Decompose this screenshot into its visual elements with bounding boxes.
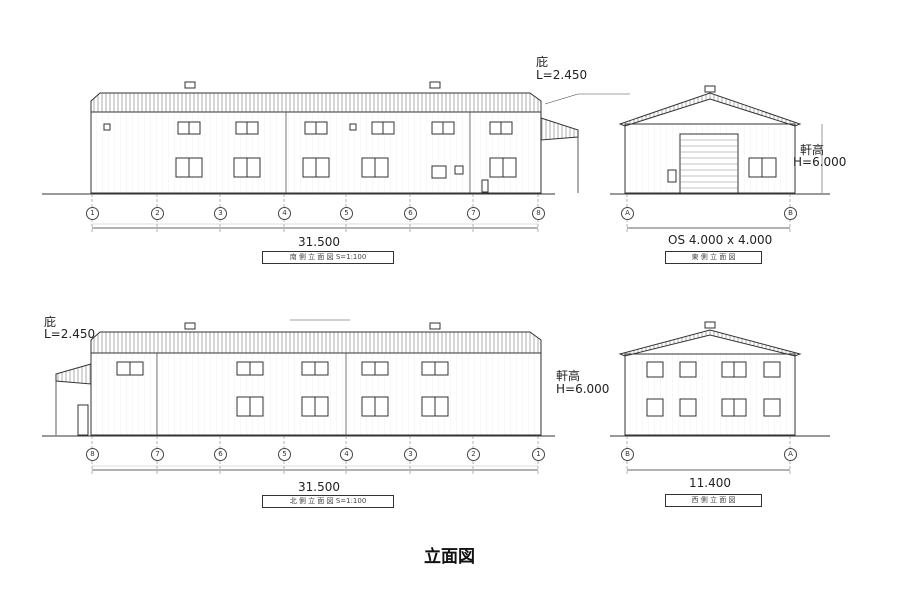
east-height-label: 軒高 [800,143,825,157]
south-span-dimension: 31.500 [298,235,340,249]
north-height-label: 軒高 [556,369,581,383]
north-eave-value: L=2.450 [44,327,96,341]
grid-marker: 8 [86,448,99,461]
east-elevation-title: 東 側 立 面 図 [665,251,762,264]
grid-marker: 1 [86,207,99,220]
south-elevation [42,81,630,232]
grid-marker: B [784,207,797,220]
grid-marker: 4 [278,207,291,220]
south-elevation-title: 南 側 立 面 図 S=1:100 [262,251,394,264]
north-eave-label: 庇 [44,315,57,329]
grid-marker: 2 [151,207,164,220]
page-title: 立面図 [424,547,475,567]
grid-marker: 5 [340,207,353,220]
grid-marker: B [621,448,634,461]
west-span-dimension: 11.400 [689,476,731,490]
west-elevation-title: 西 側 立 面 図 [665,494,762,507]
west-elevation [610,321,830,474]
grid-marker: 3 [214,207,227,220]
grid-marker: 3 [404,448,417,461]
east-elevation [610,85,830,232]
grid-marker: 2 [467,448,480,461]
grid-marker: 7 [151,448,164,461]
north-span-dimension: 31.500 [298,480,340,494]
grid-marker: 6 [404,207,417,220]
north-elevation-title: 北 側 立 面 図 S=1:100 [262,495,394,508]
south-eave-value: L=2.450 [536,68,588,82]
north-height-value: H=6.000 [556,382,610,396]
east-height-value: H=6.000 [793,155,847,169]
east-door-dimension: OS 4.000 x 4.000 [668,233,773,247]
grid-marker: 5 [278,448,291,461]
grid-marker: 8 [532,207,545,220]
grid-marker: 6 [214,448,227,461]
grid-marker: A [621,207,634,220]
south-eave-label: 庇 [536,55,549,69]
grid-marker: 4 [340,448,353,461]
grid-marker: 7 [467,207,480,220]
north-elevation [42,319,555,474]
grid-marker: A [784,448,797,461]
grid-marker: 1 [532,448,545,461]
